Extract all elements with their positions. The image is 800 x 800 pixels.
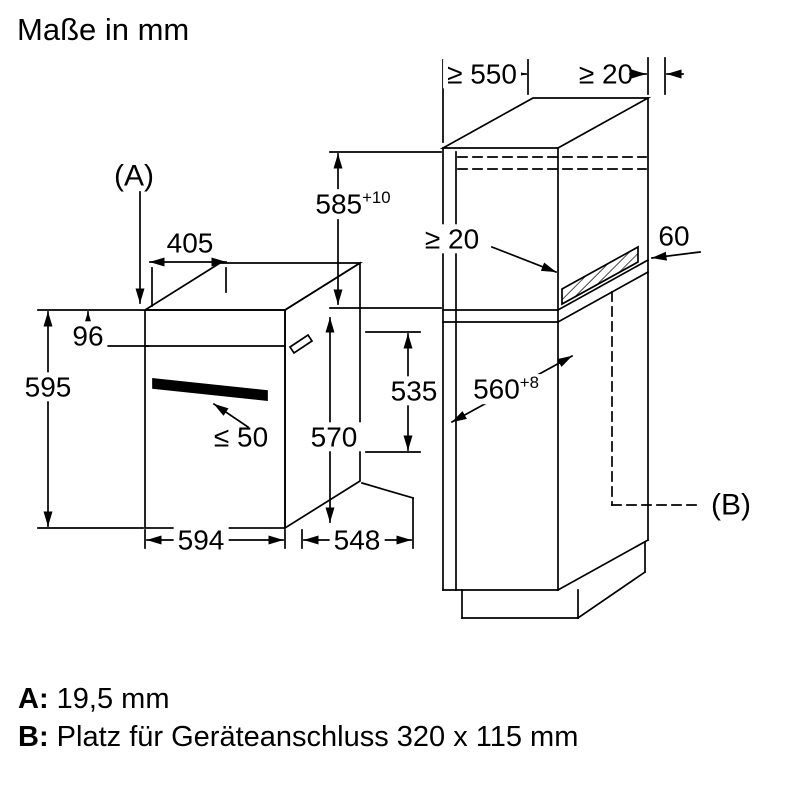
dim-label-405: 405 bbox=[166, 227, 214, 259]
dim-label-595: 595 bbox=[20, 372, 76, 402]
dim-label-560-main: 560 bbox=[473, 373, 520, 405]
dim-label-ge-550: ≥ 550 bbox=[443, 59, 521, 89]
callout-a-label: (A) bbox=[114, 159, 154, 193]
oven-side-face bbox=[284, 261, 361, 530]
dim-label-585: 585+10 bbox=[311, 188, 395, 220]
dim-label-560-tolerance: +8 bbox=[519, 373, 539, 393]
page-title: Maße in mm bbox=[17, 12, 190, 47]
cabinet-top-face bbox=[439, 97, 652, 149]
dim-label-ge-20-rear: ≥ 20 bbox=[420, 224, 484, 254]
dim-label-594: 594 bbox=[173, 525, 229, 555]
dim-label-le-50: ≤ 50 bbox=[213, 421, 269, 453]
legend-item-a: A: 19,5 mm bbox=[18, 683, 170, 716]
dim-label-535: 535 bbox=[386, 376, 442, 406]
dim-label-ge-20-wall: ≥ 20 bbox=[578, 58, 634, 90]
legend-key-b: B: bbox=[18, 721, 49, 753]
legend-value-b: Platz für Geräteanschluss 320 x 115 mm bbox=[56, 721, 579, 753]
dim-label-96: 96 bbox=[68, 321, 108, 351]
dim-label-570: 570 bbox=[306, 422, 362, 452]
legend-item-b: B: Platz für Geräteanschluss 320 x 115 m… bbox=[18, 721, 578, 754]
dim-label-560: 560+8 bbox=[469, 374, 543, 404]
legend-key-a: A: bbox=[18, 683, 49, 715]
legend-value-a: 19,5 mm bbox=[56, 683, 170, 715]
connection-area-hatch bbox=[561, 245, 639, 306]
oven-top-face bbox=[142, 262, 363, 311]
dim-label-60: 60 bbox=[658, 220, 690, 252]
oven-front-face bbox=[144, 309, 286, 529]
oven-handle bbox=[152, 378, 268, 401]
oven-vent-slot bbox=[288, 333, 314, 355]
callout-b-label: (B) bbox=[711, 488, 751, 522]
dim-label-585-tolerance: +10 bbox=[362, 188, 391, 208]
dim-label-548: 548 bbox=[329, 525, 385, 555]
dim-label-585-main: 585 bbox=[315, 188, 363, 220]
